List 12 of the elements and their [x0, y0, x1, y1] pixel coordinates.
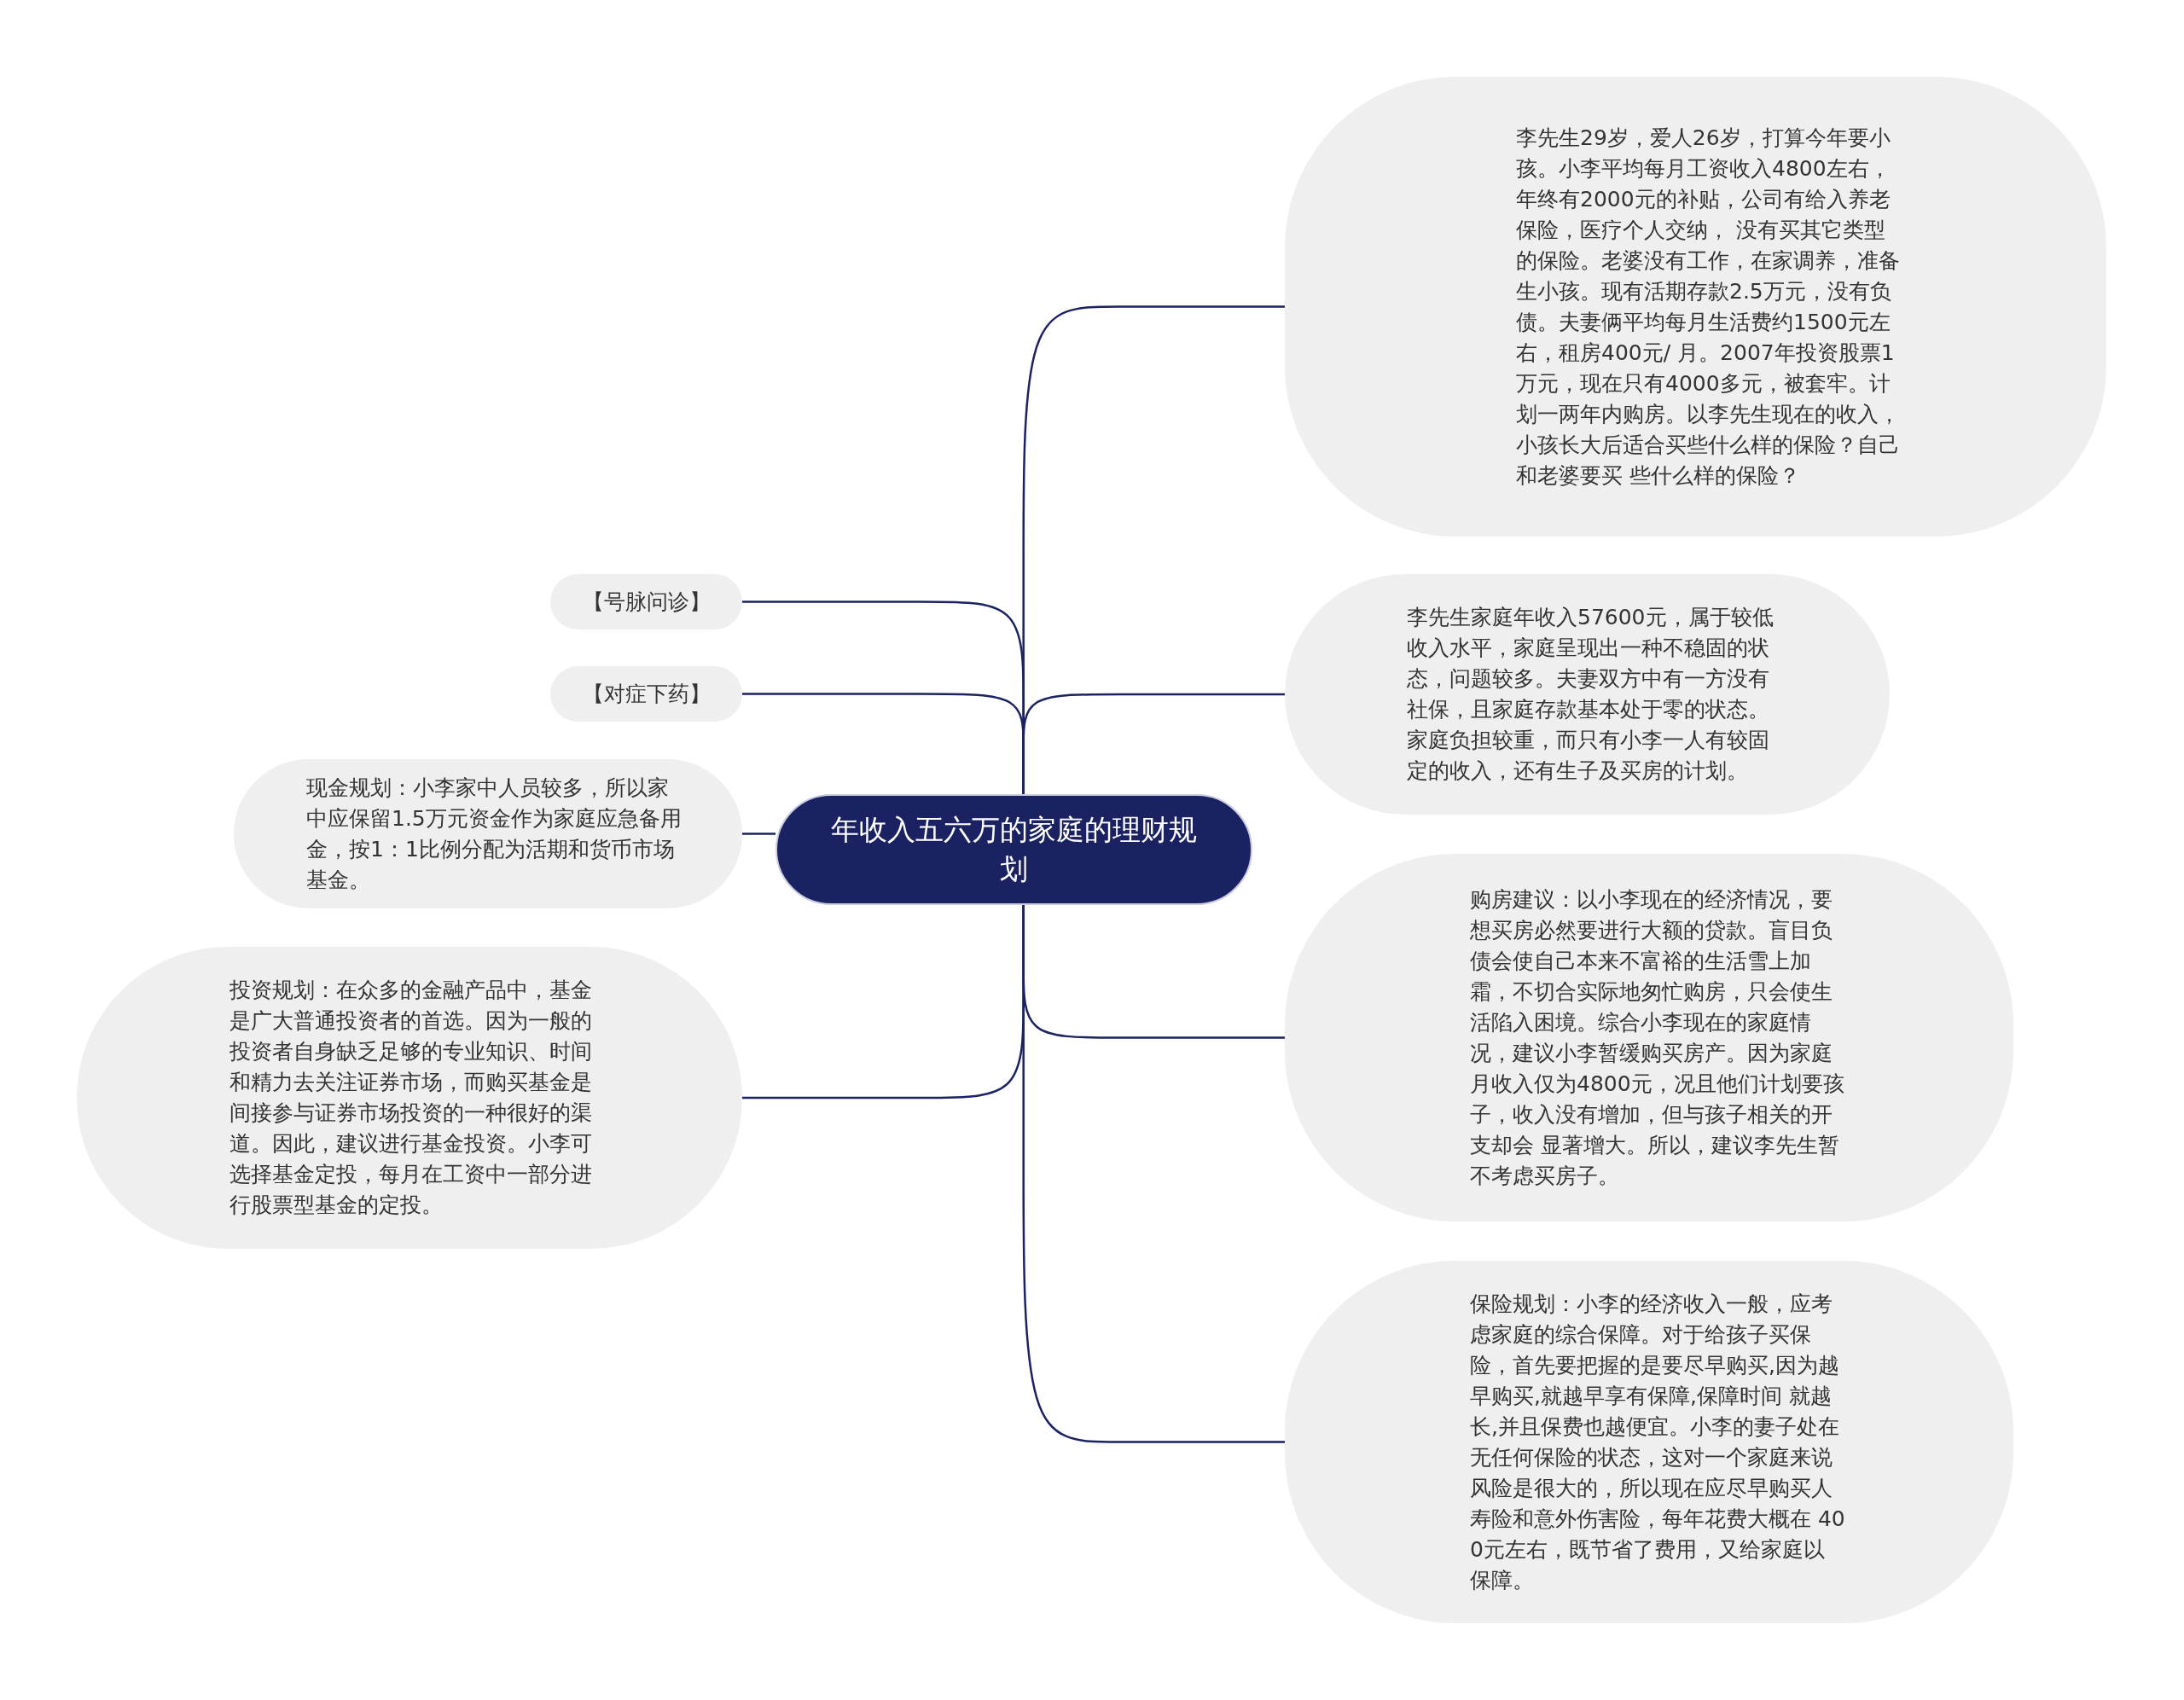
topic-text: 李先生29岁，爱人26岁，打算今年要小孩。小李平均每月工资收入4800左右，年终有2000元的补贴，公司有给入养老保险，医疗个人交纳， 没有买其它类型的保险。老婆没有工作，在家调养，准备生小孩。现有活期存款2.5万元，没有负债。夫妻俩平均每月生活费约1500元左右，租房400元/ 月。2007年投资股票1万元，现在只有4000多元，被套牢。计划一两年内购房。以李先生现在的收入，小孩长大后适合买些什么样的保险？自己和老婆要买 些什么样的保险？ [1516, 124, 1900, 490]
connector-line [742, 693, 1025, 794]
topic-text: 投资规划：在众多的金融产品中，基金是广大普通投资者的首选。因为一般的投资者自身缺乏足够的专业知识、时间和精力去关注证券市场，而购买基金是间接参与证券市场投资的一种很好的渠道。因此，建议进行基金投资。小李可选择基金定投，每月在工资中一部分进行股票型基金的定投。 [229, 977, 593, 1219]
topic-text: 购房建议：以小李现在的经济情况，要想买房必然要进行大额的贷款。盲目负债会使自己本来不富裕的生活雪上加霜，不切合实际地匆忙购房，只会使生活陷入困境。综合小李现在的家庭情况，建议小李暂缓购买房产。因为家庭月收入仅为4800元，况且他们计划要孩子，收入没有增加，但与孩子相关的开支却会 显著增大。所以，建议李先生暂不考虑买房子。 [1470, 885, 1845, 1190]
connector-line [742, 833, 775, 835]
connector-line [742, 905, 1025, 1099]
topic-title: 年收入五六万的家庭的理财规划 [830, 812, 1198, 887]
topic-text: 【号脉问诊】 [582, 588, 711, 616]
topic-text: 李先生家庭年收入57600元，属于较低收入水平，家庭呈现出一种不稳固的状态，问题较多。夫妻双方中有一方没有社保，且家庭存款基本处于零的状态。家庭负担较重，而只有小李一人有较固定的收入，还有生子及买房的计划。 [1407, 604, 1774, 785]
topic-text: 保险规划：小李的经济收入一般，应考虑家庭的综合保障。对于给孩子买保险，首先要把握的是要尽早购买,因为越早购买,就越早享有保障,保障时间 就越长,并且保费也越便宜。小李的妻子处在无任何保险的状态，这对一个家庭来说风险是很大的，所以现在应尽早购买人寿险和意外伤害险，每年花费大概在 400元左右，既节省了费用，又给家庭以保障。 [1470, 1290, 1845, 1594]
topic-text: 【对症下药】 [582, 680, 711, 708]
topic-text: 现金规划：小李家中人员较多，所以家中应保留1.5万元资金作为家庭应急备用金，按1：1比例分配为活期和货币市场基金。 [306, 774, 682, 894]
